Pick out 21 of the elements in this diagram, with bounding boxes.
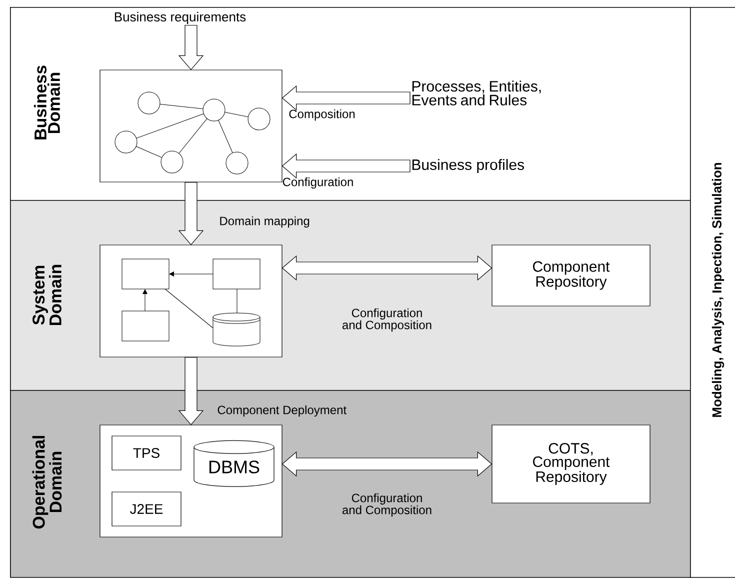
edge-label: Configuration and Composition xyxy=(342,493,432,517)
edge-label: Configuration xyxy=(282,177,353,189)
edge-label: Composition xyxy=(289,109,355,121)
edge-label: Domain mapping xyxy=(220,216,310,228)
input-label: Processes, Entities, Events and Rules xyxy=(412,80,541,106)
block-arrow xyxy=(178,357,204,426)
component-box: Component Repository xyxy=(492,244,650,306)
input-label: Business profiles xyxy=(412,159,524,173)
input-label: Business requirements xyxy=(114,12,246,24)
database-cylinder: DBMS xyxy=(194,440,274,487)
edge-label: Component Deployment xyxy=(218,405,346,417)
block-arrow xyxy=(282,85,410,111)
component-box: TPS xyxy=(112,436,182,470)
edge-label: Configuration and Composition xyxy=(342,308,432,332)
block-arrow xyxy=(282,153,410,179)
domain-band: Modeling, Analysis, Inpection, Simulation xyxy=(690,7,735,578)
block-arrow xyxy=(178,24,204,70)
block-arrow xyxy=(178,182,204,246)
component-box: COTS, Component Repository xyxy=(492,424,650,504)
model-box xyxy=(100,244,282,358)
component-box: J2EE xyxy=(112,492,182,526)
